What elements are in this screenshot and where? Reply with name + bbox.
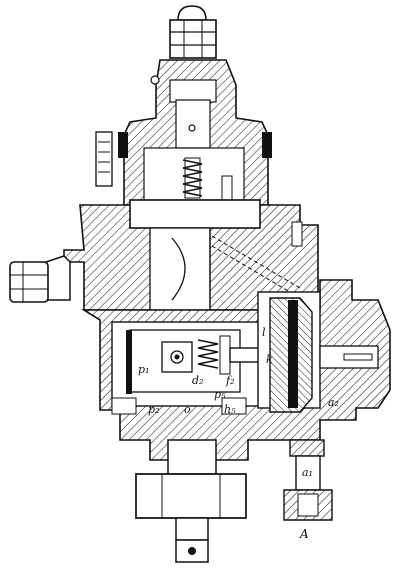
label-a1: a₁	[302, 466, 313, 479]
lower-housing	[81, 279, 391, 461]
label-d2: d₂	[192, 374, 203, 387]
upper-spring	[182, 159, 203, 197]
lower-spring	[197, 339, 219, 369]
label-h5: h₅	[224, 403, 236, 416]
label-p2: p₂	[148, 403, 159, 416]
upper-housing	[95, 59, 272, 206]
top-cap-nut	[169, 5, 217, 59]
label-k: k	[266, 353, 273, 366]
label-p5: p₅	[214, 388, 226, 401]
label-f2: f₂	[225, 374, 234, 387]
figure-labels: p₁ p₂ o p₅ h₅ d₂ f₂ k l a₂ a₁ A	[138, 326, 339, 541]
label-A: A	[299, 527, 309, 541]
bottom-nut	[135, 439, 247, 563]
middle-housing	[63, 199, 319, 311]
label-a2: a₂	[328, 396, 339, 409]
label-l: l	[262, 326, 266, 339]
left-side-fitting	[9, 255, 71, 303]
label-p1: p₁	[138, 363, 149, 376]
right-lower-fitting	[283, 439, 333, 521]
label-o: o	[184, 403, 191, 416]
